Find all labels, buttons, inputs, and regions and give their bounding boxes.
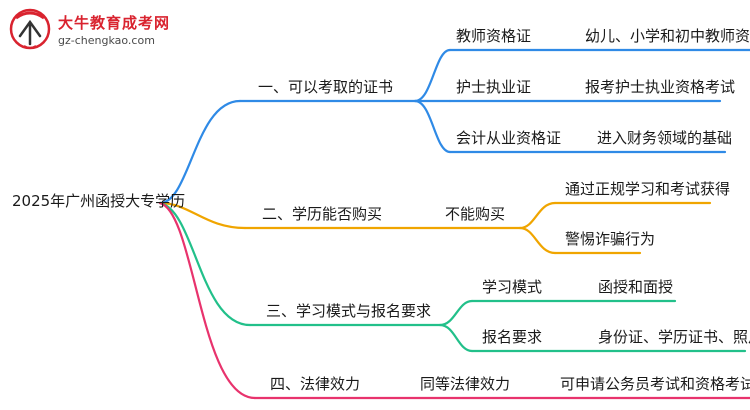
branch-3-lines (158, 201, 747, 353)
branch-2-label: 二、学历能否购买 (262, 205, 383, 223)
branch-3-label: 三、学习模式与报名要求 (266, 302, 432, 320)
branch-3-sub-connector-1 (438, 299, 474, 327)
branch-2-detail-2: 警惕诈骗行为 (565, 230, 656, 248)
branch-2-connector (158, 201, 247, 230)
branch-4-connector (158, 201, 257, 400)
branch-4-lines (158, 201, 750, 400)
logo-url: gz-chengkao.com (58, 34, 155, 47)
branch-1-child-3-label: 会计从业资格证 (456, 129, 562, 147)
branch-1-sub-connector-1 (413, 48, 452, 103)
logo-title: 大牛教育成考网 (58, 14, 171, 32)
ox-logo-icon (9, 8, 51, 50)
branch-1-child-1-label: 教师资格证 (456, 27, 532, 45)
branch-1-sub-connector-3 (413, 99, 452, 154)
branch-3-connector (158, 201, 252, 327)
branch-2-sub-connector-1 (518, 201, 557, 230)
branch-3-child-1-detail: 函授和面授 (598, 278, 674, 296)
branch-2-detail-1: 通过正规学习和考试获得 (565, 180, 731, 198)
branch-3-child-1-label: 学习模式 (482, 278, 543, 296)
branch-4-label: 四、法律效力 (270, 375, 361, 393)
branch-4-detail: 可申请公务员考试和资格考试 (560, 375, 750, 393)
branch-1-child-1-detail: 幼儿、小学和初中教师资格 (585, 27, 750, 45)
branch-1-child-2-detail: 报考护士执业资格考试 (585, 78, 736, 96)
root-node: 2025年广州函授大专学历 (12, 192, 186, 210)
branch-1-connector (158, 99, 242, 205)
branch-2-lines (158, 201, 712, 255)
branch-4-child-label: 同等法律效力 (420, 375, 511, 393)
site-logo: 大牛教育成考网 gz-chengkao.com (8, 6, 198, 52)
branch-2-sub-connector-2 (518, 226, 557, 255)
branch-1-child-2-label: 护士执业证 (456, 78, 532, 96)
branch-3-sub-connector-2 (438, 323, 474, 353)
branch-1-child-3-detail: 进入财务领域的基础 (597, 129, 733, 147)
branch-1-label: 一、可以考取的证书 (258, 78, 394, 96)
branch-2-child-label: 不能购买 (445, 205, 506, 223)
branch-3-child-2-label: 报名要求 (482, 328, 543, 346)
branch-3-child-2-detail: 身份证、学历证书、照片 (598, 328, 750, 346)
branch-1-lines (158, 48, 750, 205)
